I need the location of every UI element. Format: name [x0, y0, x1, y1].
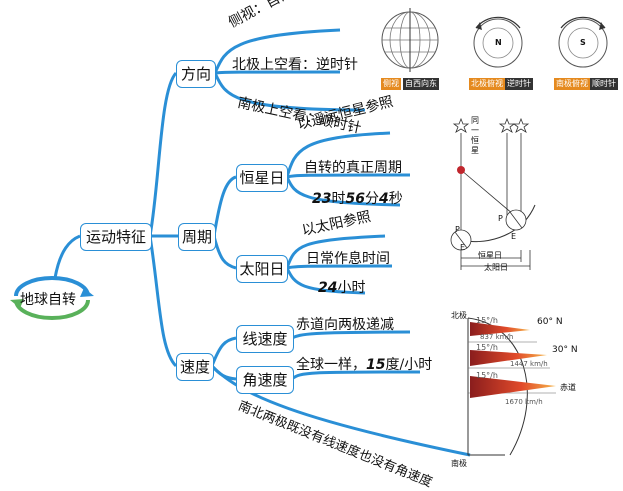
sidereal-true-period: 自转的真正周期 [304, 160, 402, 176]
equator-label: 赤道 [560, 383, 576, 392]
node-linear-speed: 线速度 [236, 325, 294, 353]
same-star-label: 同一恒星 [471, 116, 479, 155]
e-label-1: E [460, 243, 466, 252]
mindmap-branches [53, 28, 471, 457]
e-label-2: E [511, 232, 517, 241]
south-pole-label: 南极 [451, 459, 467, 468]
direction-north-view: 北极上空看：逆时针 [232, 57, 358, 73]
globe-side-tag-b: 自西向东 [403, 78, 439, 90]
node-speed: 速度 [176, 353, 214, 381]
lat-60-label: 60° N [537, 317, 563, 327]
south-pole-mark: S [580, 38, 586, 47]
solar-daily-routine: 日常作息时间 [306, 251, 390, 267]
solar-day-span-label: 太阳日 [484, 263, 508, 272]
node-solar-day: 太阳日 [236, 255, 288, 283]
speed-0: 1670 km/h [505, 398, 543, 406]
globe-north-tag-b: 逆时针 [505, 78, 533, 90]
globe-north-view-icon [473, 16, 523, 68]
sidereal-day-span-label: 恒星日 [478, 251, 502, 260]
speed-30: 1447 km/h [510, 360, 548, 368]
speed-60: 837 km/h [480, 333, 514, 341]
north-pole-label: 北极 [451, 311, 467, 320]
globe-south-tag-b: 顺时针 [590, 78, 618, 90]
deg-rate-30: 15°/h [476, 343, 498, 352]
globe-south-view-icon [558, 16, 608, 68]
p-label-1: P [455, 225, 460, 234]
lat-30-label: 30° N [552, 345, 578, 355]
north-pole-mark: N [495, 38, 502, 47]
globe-south-tag-a: 南极俯视 [554, 78, 590, 90]
globe-north-tag-a: 北极俯视 [469, 78, 505, 90]
node-direction: 方向 [176, 60, 216, 88]
solar-duration: 24小时 [318, 280, 366, 296]
speed-latitude-diagram [467, 317, 556, 456]
p-label-2: P [498, 214, 503, 223]
globe-side-tag-a: 侧视 [381, 78, 401, 90]
sidereal-solar-diagram [450, 117, 536, 270]
deg-rate-60: 15°/h [476, 316, 498, 325]
sidereal-duration: 23时56分4秒 [312, 191, 403, 207]
node-angular-speed: 角速度 [236, 366, 294, 394]
node-sidereal-day: 恒星日 [236, 164, 288, 192]
deg-rate-0: 15°/h [476, 371, 498, 380]
angular-speed-desc: 全球一样，15度/小时 [296, 357, 433, 373]
node-period: 周期 [178, 223, 216, 251]
mindmap-canvas [10, 8, 608, 457]
linear-speed-desc: 赤道向两极递减 [296, 317, 394, 333]
globe-side-view-icon [381, 8, 439, 72]
root-cycle-icon [10, 276, 94, 320]
node-motion-features: 运动特征 [80, 223, 152, 251]
root-label: 地球自转 [20, 292, 76, 308]
